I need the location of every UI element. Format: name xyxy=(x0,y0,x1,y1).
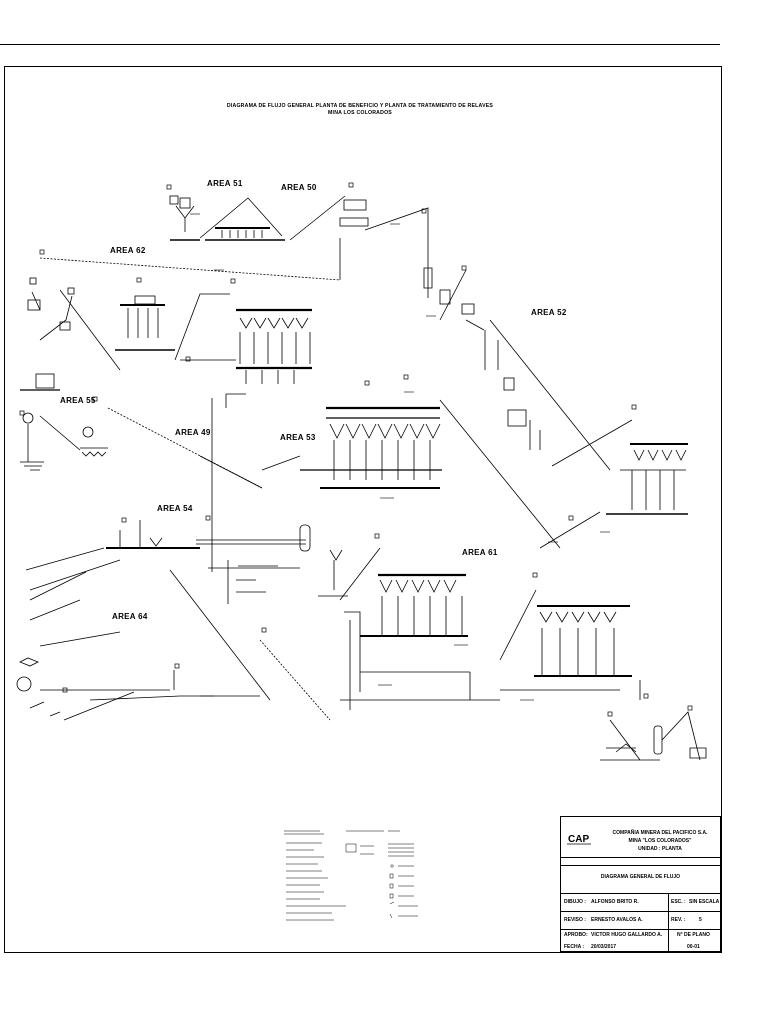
area-62-label: AREA 62 xyxy=(110,246,146,255)
company-info: COMPAÑIA MINERA DEL PACIFICO S.A. MINA "… xyxy=(601,829,719,853)
area-55-label: AREA 55 xyxy=(60,396,96,405)
area-54-units xyxy=(25,520,311,701)
approved-label: APROBO: xyxy=(564,932,588,938)
area-54-mid xyxy=(227,547,381,721)
drawing-title-line1: DIAGRAMA DE FLUJO GENERAL PLANTA DE BENE… xyxy=(226,103,494,109)
area-52-units xyxy=(423,258,633,471)
drawn-value: ALFONSO BRITO R. xyxy=(591,899,639,905)
area-61-cells xyxy=(340,573,641,710)
svg-text:CAP: CAP xyxy=(568,834,589,845)
drawing-title: DIAGRAMA DE FLUJO GENERAL PLANTA DE BENE… xyxy=(180,103,540,117)
area-52-label: AREA 52 xyxy=(531,308,567,317)
plan-no-label: N° DE PLANO xyxy=(677,932,710,938)
area-49-label: AREA 49 xyxy=(175,428,211,437)
drawing-sheet xyxy=(4,66,722,953)
approved-value: VICTOR HUGO GALLARDO A. xyxy=(591,932,663,938)
legend xyxy=(284,826,434,928)
title-block: CAP COMPAÑIA MINERA DEL PACIFICO S.A. MI… xyxy=(560,816,721,953)
plan-no-value: 00-01 xyxy=(687,944,700,950)
bottom-right-units xyxy=(600,711,707,761)
area-64-label: AREA 64 xyxy=(112,612,148,621)
drawn-row: DIBUJO : ALFONSO BRITO R. ESC. : SIN ESC… xyxy=(561,893,720,911)
title-block-header-rule xyxy=(561,857,720,858)
reviewed-row: REVISO : ERNESTO AVALOS A. REV. : 5 xyxy=(561,911,720,929)
area-50-label: AREA 50 xyxy=(281,183,317,192)
area-54-label: AREA 54 xyxy=(157,504,193,513)
company-name: COMPAÑIA MINERA DEL PACIFICO S.A. xyxy=(612,830,708,836)
area-51-label: AREA 51 xyxy=(207,179,243,188)
unit-name: UNIDAD : PLANTA xyxy=(638,846,682,852)
drawn-label: DIBUJO : xyxy=(564,899,586,905)
legend-graphic xyxy=(284,830,418,921)
drawing-title-cell: DIAGRAMA GENERAL DE FLUJO xyxy=(600,874,681,880)
drawing-title-line2: MINA LOS COLORADOS xyxy=(328,110,392,116)
rev-label: REV. : xyxy=(671,917,686,923)
rev-value: 5 xyxy=(699,917,702,923)
area-62-cells xyxy=(180,308,312,384)
company-logo: CAP xyxy=(567,834,591,845)
area-53-cells xyxy=(199,393,561,572)
date-value: 20/03/2017 xyxy=(591,944,617,950)
scale-value: SIN ESCALA xyxy=(689,899,720,905)
area-64-units xyxy=(16,657,260,721)
reviewed-value: ERNESTO AVALOS A. xyxy=(591,917,643,923)
drawing-title-row: DIAGRAMA GENERAL DE FLUJO xyxy=(561,865,720,887)
scale-label: ESC. : xyxy=(671,899,686,905)
area-50-screens xyxy=(199,195,429,258)
area-53-label: AREA 53 xyxy=(280,433,316,442)
area-61-label: AREA 61 xyxy=(462,548,498,557)
area-51-crusher xyxy=(169,195,200,241)
mine-name: MINA "LOS COLORADOS" xyxy=(628,838,692,844)
date-label: FECHA : xyxy=(564,944,585,950)
approved-row: APROBO: VICTOR HUGO GALLARDO A. FECHA : … xyxy=(561,929,720,953)
header-rule xyxy=(0,44,720,45)
title-block-divider xyxy=(668,893,669,953)
area-62-left-units xyxy=(20,277,121,391)
area-52-cells xyxy=(539,443,688,549)
area-55-units xyxy=(20,407,263,489)
reviewed-label: REVISO : xyxy=(564,917,586,923)
area-62-flotation xyxy=(115,293,230,361)
